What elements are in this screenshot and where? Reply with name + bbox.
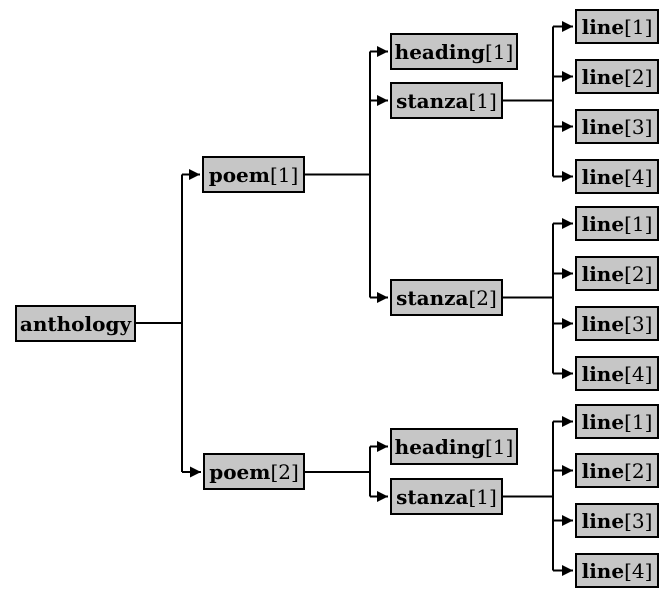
node-label: line bbox=[581, 311, 625, 336]
node-index: [2] bbox=[468, 285, 497, 310]
node-index: [2] bbox=[270, 459, 299, 484]
node-index: [2] bbox=[624, 64, 653, 89]
tree-node-p2s1-line-2: line[2] bbox=[575, 453, 659, 488]
tree-node-p1s2-line-1: line[1] bbox=[575, 206, 659, 241]
node-index: [4] bbox=[624, 361, 653, 386]
node-label: heading bbox=[394, 434, 485, 459]
node-index: [3] bbox=[624, 508, 653, 533]
tree-node-p1s1-line-3: line[3] bbox=[575, 109, 659, 144]
tree-node-poem-2: poem[2] bbox=[203, 453, 305, 490]
tree-node-p1s1-line-4: line[4] bbox=[575, 159, 659, 194]
tree-node-p1s2-line-2: line[2] bbox=[575, 256, 659, 291]
node-index: [1] bbox=[269, 162, 299, 187]
node-label: line bbox=[581, 14, 625, 39]
node-index: [2] bbox=[624, 261, 653, 286]
node-label: line bbox=[581, 64, 625, 89]
node-index: [2] bbox=[624, 458, 653, 483]
node-label: poem bbox=[208, 162, 270, 187]
node-label: anthology bbox=[19, 311, 132, 336]
node-label: line bbox=[581, 558, 625, 583]
node-index: [1] bbox=[468, 88, 497, 113]
node-label: poem bbox=[209, 459, 271, 484]
tree-node-p2-heading-1: heading[1] bbox=[390, 428, 518, 465]
tree-node-poem-1: poem[1] bbox=[202, 156, 305, 193]
node-label: line bbox=[581, 211, 625, 236]
tree-node-p1s2-line-4: line[4] bbox=[575, 356, 659, 391]
tree-node-p2s1-line-4: line[4] bbox=[575, 553, 659, 588]
node-index: [4] bbox=[624, 164, 653, 189]
node-label: line bbox=[581, 261, 625, 286]
node-label: line bbox=[581, 409, 625, 434]
node-label: stanza bbox=[396, 484, 469, 509]
node-index: [1] bbox=[485, 434, 514, 459]
node-index: [1] bbox=[624, 409, 653, 434]
tree-node-p1-heading-1: heading[1] bbox=[390, 33, 518, 70]
node-index: [3] bbox=[624, 311, 653, 336]
node-label: stanza bbox=[396, 88, 469, 113]
tree-node-p1s2-line-3: line[3] bbox=[575, 306, 659, 341]
tree-node-p1s1-line-2: line[2] bbox=[575, 59, 659, 94]
node-index: [4] bbox=[624, 558, 653, 583]
node-label: line bbox=[581, 361, 625, 386]
node-index: [1] bbox=[624, 14, 653, 39]
node-index: [1] bbox=[485, 39, 514, 64]
node-label: line bbox=[581, 114, 625, 139]
node-label: line bbox=[581, 164, 625, 189]
node-index: [1] bbox=[468, 484, 497, 509]
tree-node-anthology: anthology bbox=[15, 305, 136, 342]
node-label: stanza bbox=[396, 285, 469, 310]
tree-node-p1-stanza-1: stanza[1] bbox=[390, 82, 503, 119]
node-index: [1] bbox=[624, 211, 653, 236]
tree-node-p2-stanza-1: stanza[1] bbox=[390, 478, 503, 515]
tree-node-p2s1-line-1: line[1] bbox=[575, 404, 659, 439]
node-label: line bbox=[581, 458, 625, 483]
node-label: line bbox=[581, 508, 625, 533]
tree-node-p1-stanza-2: stanza[2] bbox=[390, 279, 503, 316]
node-label: heading bbox=[394, 39, 485, 64]
tree-node-p1s1-line-1: line[1] bbox=[575, 9, 659, 44]
tree-node-p2s1-line-3: line[3] bbox=[575, 503, 659, 538]
node-index: [3] bbox=[624, 114, 653, 139]
